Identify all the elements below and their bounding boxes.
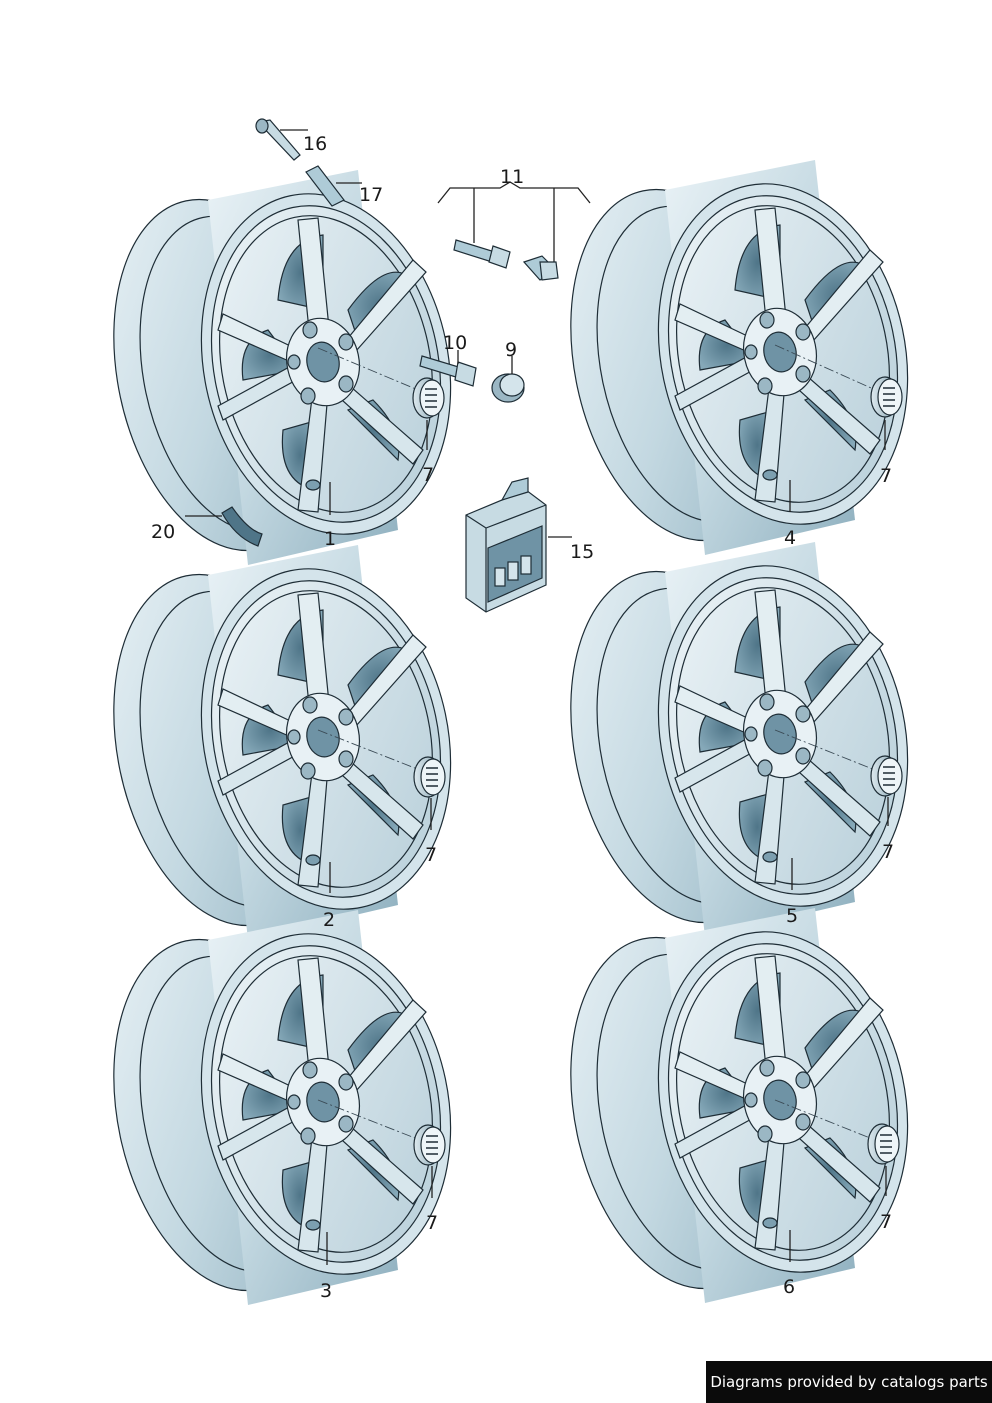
centre-cap-icon	[870, 755, 903, 797]
wheel-6	[539, 907, 939, 1310]
bolt-kit-15-icon	[465, 477, 572, 613]
label-7-wheel-6: 7	[880, 1211, 892, 1233]
bolt-10-icon	[419, 350, 477, 387]
label-20: 20	[151, 521, 175, 543]
centre-cap-icon	[413, 756, 446, 798]
label-7-wheel-1: 7	[422, 464, 434, 486]
bolt-set-11	[437, 181, 591, 281]
centre-cap-icon	[870, 376, 903, 418]
footer-credit: Diagrams provided by catalogs parts	[706, 1361, 992, 1403]
label-5: 5	[786, 905, 798, 927]
centre-cap-icon	[412, 377, 445, 419]
wheel-4	[539, 159, 939, 562]
wheel-2	[82, 544, 482, 947]
valve-stem-16-icon	[255, 118, 308, 161]
label-10: 10	[443, 332, 467, 354]
label-7-wheel-2: 7	[425, 844, 437, 866]
valve-17-icon	[305, 165, 362, 207]
label-11: 11	[500, 166, 524, 188]
label-7-wheel-4: 7	[880, 465, 892, 487]
label-2: 2	[323, 909, 335, 931]
wheel-1	[82, 169, 482, 572]
label-17: 17	[359, 184, 383, 206]
label-6: 6	[783, 1276, 795, 1298]
wheel-5	[539, 541, 939, 944]
wheel-3	[82, 909, 482, 1312]
footer-text: Diagrams provided by catalogs parts	[710, 1373, 988, 1391]
label-7-wheel-5: 7	[882, 841, 894, 863]
label-16: 16	[303, 133, 327, 155]
bolt-cap-9-icon	[491, 356, 525, 403]
centre-cap-icon	[867, 1123, 900, 1165]
balance-weight-20-icon	[185, 506, 263, 547]
wheel-bolt-icon	[453, 239, 511, 269]
label-9: 9	[505, 339, 517, 361]
anti-theft-bolt-icon	[522, 255, 559, 281]
label-7-wheel-3: 7	[426, 1212, 438, 1234]
label-4: 4	[784, 527, 796, 549]
label-1: 1	[324, 528, 336, 550]
centre-cap-icon	[413, 1124, 446, 1166]
label-15: 15	[570, 541, 594, 563]
label-3: 3	[320, 1280, 332, 1302]
